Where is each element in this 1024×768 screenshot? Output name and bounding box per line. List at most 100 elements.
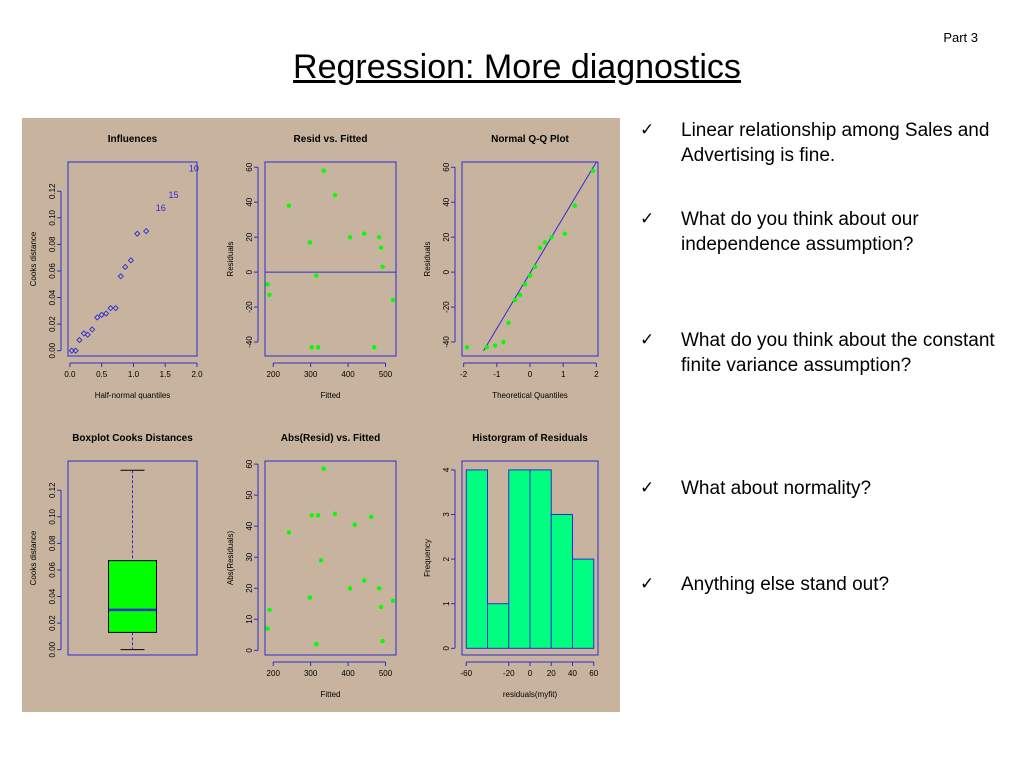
x-axis-label: Half-normal quantiles (95, 391, 171, 400)
data-point (378, 245, 384, 250)
x-tick-label: 200 (267, 669, 281, 678)
x-tick-label: 500 (379, 669, 393, 678)
y-tick-label: 20 (442, 232, 451, 241)
data-point (492, 343, 498, 348)
chart-title: Historgram of Residuals (472, 433, 588, 444)
data-point (484, 345, 490, 350)
data-point (361, 578, 367, 583)
y-tick-label: 0.10 (48, 209, 57, 225)
chart-title: Boxplot Cooks Distances (72, 433, 193, 444)
y-tick-label: -40 (442, 336, 451, 348)
data-point (318, 558, 324, 563)
x-tick-label: 0 (528, 669, 533, 678)
data-point (372, 345, 377, 350)
x-axis-label: Fitted (320, 690, 340, 699)
data-point (464, 345, 470, 350)
x-tick-label: 20 (547, 669, 556, 678)
checkmark-icon: ✓ (640, 478, 655, 498)
data-point (332, 193, 338, 198)
data-point (506, 320, 511, 325)
data-point (542, 240, 548, 245)
y-tick-label: 0.10 (48, 508, 57, 524)
y-tick-label: 40 (245, 197, 254, 206)
data-point (102, 310, 110, 317)
chart-title: Abs(Resid) vs. Fitted (281, 433, 380, 444)
chart-2: Resid vs. Fitted-40-200204060Residuals20… (226, 134, 397, 400)
y-axis-label: Abs(Residuals) (226, 531, 235, 586)
data-point (286, 530, 292, 535)
x-axis-label: Fitted (320, 391, 340, 400)
y-tick-label: 0.08 (48, 236, 57, 252)
y-axis-label: Residuals (226, 241, 235, 276)
x-axis-label: residuals(myfit) (503, 690, 558, 699)
data-point (143, 227, 150, 235)
slide-title: Regression: More diagnostics (293, 48, 741, 86)
y-tick-label: 1 (442, 601, 451, 606)
data-point (378, 604, 384, 610)
y-axis-label: Frequency (423, 539, 432, 577)
data-point (390, 297, 396, 303)
y-tick-label: 0.04 (48, 588, 57, 604)
histogram-bar (487, 603, 510, 649)
data-point (369, 514, 374, 520)
x-tick-label: 2.0 (191, 370, 203, 379)
data-point (107, 305, 114, 312)
point-annotation: 10 (189, 163, 199, 173)
y-tick-label: 0.12 (48, 482, 57, 498)
data-point (84, 331, 91, 338)
point-annotation: 15 (168, 190, 178, 200)
checkmark-icon: ✓ (640, 574, 655, 594)
x-tick-label: -2 (460, 370, 468, 379)
data-point (314, 641, 319, 647)
data-point (112, 305, 119, 312)
data-point (122, 263, 129, 271)
data-point (501, 339, 506, 345)
data-point (572, 203, 577, 208)
y-tick-label: 30 (245, 552, 254, 561)
y-tick-label: 0 (245, 269, 254, 274)
y-tick-label: 60 (442, 162, 451, 171)
data-point (562, 231, 568, 236)
bullet-text: What do you think about our independence… (681, 209, 919, 255)
y-tick-label: -20 (245, 301, 254, 313)
y-axis-label: Cooks distance (29, 231, 38, 286)
bullet-text: What do you think about the constant fin… (681, 330, 995, 376)
y-tick-label: -20 (442, 301, 451, 313)
data-point (307, 595, 313, 600)
x-tick-label: 0.5 (96, 370, 108, 379)
y-tick-label: 50 (245, 490, 254, 499)
data-point (321, 466, 326, 471)
plot-frame (461, 161, 599, 357)
chart-1: Influences0.000.020.040.060.080.100.12Co… (29, 134, 203, 400)
y-tick-label: 10 (245, 614, 254, 623)
data-point (321, 168, 326, 173)
histogram-bar (529, 469, 552, 649)
data-point (315, 513, 321, 518)
chart-title: Normal Q-Q Plot (491, 134, 569, 145)
box-iqr (108, 560, 157, 633)
bullet-text: Anything else stand out? (681, 574, 890, 595)
data-point (347, 586, 353, 591)
chart-4: Boxplot Cooks Distances0.000.020.040.060… (29, 433, 198, 657)
data-point (309, 345, 314, 350)
y-tick-label: 4 (442, 467, 451, 472)
y-axis-label: Residuals (423, 241, 432, 276)
data-point (265, 282, 270, 287)
x-tick-label: 1.0 (128, 370, 140, 379)
y-tick-label: 0 (245, 648, 254, 653)
diagnostic-plots-svg: Influences0.000.020.040.060.080.100.12Co… (29, 134, 599, 699)
x-tick-label: -20 (503, 669, 515, 678)
data-point (134, 230, 141, 237)
data-point (286, 203, 292, 208)
data-point (590, 168, 596, 173)
data-point (267, 607, 272, 613)
data-point (332, 511, 338, 516)
y-tick-label: 0.04 (48, 289, 57, 305)
chart-5: Abs(Resid) vs. Fitted0102030405060Abs(Re… (226, 433, 397, 699)
plot-frame (264, 460, 397, 656)
histogram-bar (508, 469, 531, 649)
chart-3: Normal Q-Q Plot-40-200204060Residuals-2-… (423, 134, 599, 400)
checkmark-icon: ✓ (640, 120, 655, 140)
y-axis-label: Cooks distance (29, 530, 38, 585)
